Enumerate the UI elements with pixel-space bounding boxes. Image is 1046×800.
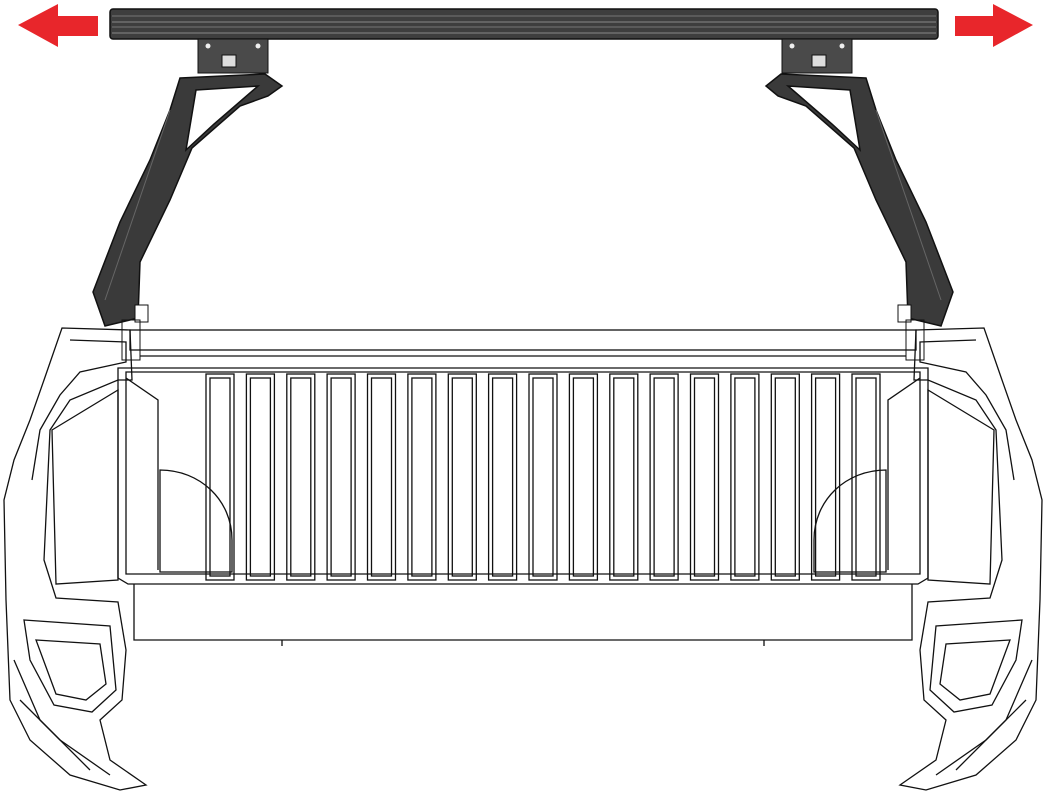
bed-rib (245, 373, 276, 581)
bed-rib (528, 373, 558, 581)
bed-rib-inner (814, 377, 837, 577)
bed-rib-inner (370, 377, 393, 577)
arrow-right-icon (955, 4, 1033, 47)
bed-rib-inner (613, 377, 635, 577)
bed-rib-inner (411, 377, 433, 577)
bed-rib-inner (532, 377, 554, 577)
bed-rib-inner (734, 377, 756, 577)
bed-rib (568, 373, 599, 581)
bed-rib-inner (572, 377, 595, 577)
bed-rib-inner (774, 377, 796, 577)
upright-right (764, 38, 954, 361)
bed-rib-inner (290, 377, 312, 577)
upright-left (92, 38, 284, 361)
bed-rib-inner (693, 377, 716, 577)
crossbar (109, 8, 939, 40)
bed-rib-inner (855, 377, 877, 577)
fender-left (3, 327, 148, 791)
bed-rib (487, 373, 518, 581)
bed-rib-inner (209, 377, 231, 577)
fender-right (898, 327, 1043, 791)
bed-rib (689, 373, 720, 581)
bed-rib (609, 373, 639, 581)
bed-rib (407, 373, 437, 581)
bed-rib (286, 373, 316, 581)
bed-rib (649, 373, 679, 581)
bed-rib (730, 373, 760, 581)
bed-rib-inner (249, 377, 272, 577)
bed-rib (447, 373, 477, 581)
bed-rib-inner (491, 377, 514, 577)
bed-rib (366, 373, 397, 581)
bed-rib-inner (653, 377, 675, 577)
truck-bed (117, 329, 929, 646)
bed-rib (205, 373, 235, 581)
bed-rib (326, 373, 356, 581)
bed-rib (851, 373, 881, 581)
arrow-left-icon (18, 4, 98, 47)
bed-rib-inner (451, 377, 473, 577)
bed-rib (770, 373, 800, 581)
bed-rib-inner (330, 377, 352, 577)
bed-rib (810, 373, 841, 581)
